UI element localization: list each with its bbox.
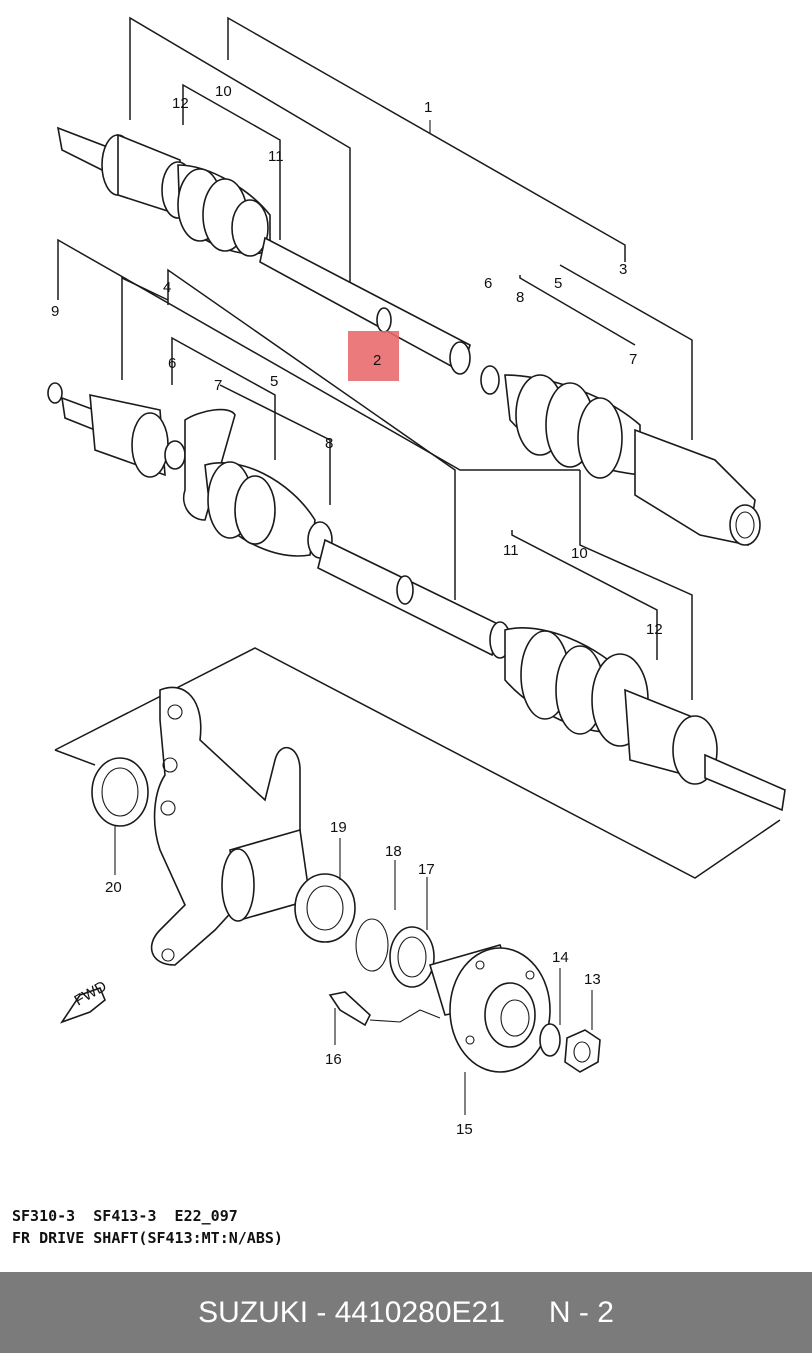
callout-6-lower: 6 — [168, 355, 176, 372]
callout-17: 17 — [418, 861, 435, 878]
callout-15: 15 — [456, 1121, 473, 1138]
callout-5-lower: 5 — [270, 373, 278, 390]
highlight-marker — [348, 331, 399, 381]
callout-7-lower: 7 — [214, 377, 222, 394]
callout-16: 16 — [325, 1051, 342, 1068]
upper-drive-shaft — [56, 16, 761, 546]
page-indicator: N - 2 — [548, 1295, 614, 1329]
callout-10-upper: 10 — [215, 83, 232, 100]
callout-6-upper: 6 — [484, 275, 492, 292]
part-number-label: SUZUKI - 4410280E21 — [198, 1295, 505, 1329]
callout-8-upper: 8 — [516, 289, 524, 306]
callout-11-lower: 11 — [503, 542, 519, 559]
caption-line-2: FR DRIVE SHAFT(SF413:MT:N/ABS) — [12, 1229, 283, 1247]
callout-18: 18 — [385, 843, 402, 860]
callout-5-upper: 5 — [554, 275, 562, 292]
diagram-caption: SF310-3 SF413-3 E22_097 FR DRIVE SHAFT(SF… — [12, 1205, 283, 1249]
caption-line-1: SF310-3 SF413-3 E22_097 — [12, 1207, 238, 1225]
lower-drive-shaft — [47, 238, 786, 812]
callout-2: 2 — [373, 352, 381, 369]
callout-19: 19 — [330, 819, 347, 836]
callout-12-upper: 12 — [172, 95, 189, 112]
callout-1: 1 — [424, 99, 432, 116]
callout-10-lower: 10 — [571, 545, 588, 562]
callout-13: 13 — [584, 971, 601, 988]
callout-9: 9 — [51, 303, 59, 320]
callout-12-lower: 12 — [646, 621, 663, 638]
exploded-parts-diagram: FWD 1 2 3 4 5 5 6 6 7 7 8 8 9 10 10 11 1… — [47, 16, 786, 1138]
callout-20: 20 — [105, 879, 122, 896]
knuckle-hub-assembly: FWD — [54, 647, 781, 1115]
callout-labels: 1 2 3 4 5 5 6 6 7 7 8 8 9 10 10 11 11 12… — [51, 83, 663, 1138]
callout-14: 14 — [552, 949, 569, 966]
callout-4: 4 — [163, 279, 171, 296]
callout-3: 3 — [619, 261, 627, 278]
callout-11-upper: 11 — [268, 148, 284, 165]
callout-8-lower: 8 — [325, 435, 333, 452]
footer-bar: SUZUKI - 4410280E21 N - 2 — [0, 1272, 812, 1353]
callout-7-upper: 7 — [629, 351, 637, 368]
